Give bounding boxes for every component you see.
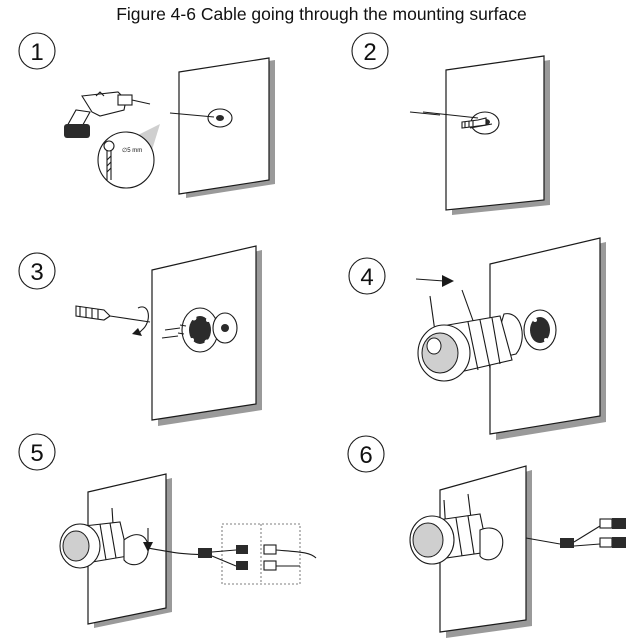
- camera-icon: [417, 289, 523, 382]
- step-6-panel: 6: [347, 435, 626, 638]
- wall-anchor-icon: [461, 117, 493, 129]
- figure-title: Figure 4-6 Cable going through the mount…: [116, 4, 527, 24]
- power-drill-icon: [64, 91, 151, 138]
- step-6-badge: [347, 435, 385, 473]
- step-4-panel: 4: [348, 237, 606, 440]
- screw: [161, 335, 179, 339]
- step-2-panel: 2: [351, 32, 550, 215]
- cable-connectors-icon: [560, 518, 626, 548]
- mounting-bracket-icon: [181, 307, 219, 353]
- drill-line: [169, 112, 215, 118]
- step-4-number: 4: [360, 264, 373, 291]
- wall: [445, 55, 545, 211]
- step-5-badge: [18, 433, 56, 471]
- step-5-number: 5: [30, 440, 43, 467]
- drill-hole-center: [216, 115, 224, 121]
- push-arrow-icon: [415, 278, 445, 282]
- step-2-badge: [351, 32, 389, 70]
- step-1-panel: 1 ∅5 mm: [18, 32, 275, 198]
- camera-icon: [59, 507, 149, 569]
- drill-bit-size-label: ∅5 mm: [122, 147, 142, 154]
- cable-line: [422, 111, 479, 119]
- step-4-badge: [348, 257, 386, 295]
- camera-icon: [409, 493, 504, 565]
- step-1-badge: [18, 32, 56, 70]
- step-5-panel: 5: [18, 433, 317, 628]
- connector-detail-box: [221, 523, 301, 585]
- cable: [525, 537, 561, 545]
- screw: [164, 327, 181, 331]
- mounting-bracket-icon: [523, 309, 557, 351]
- screwdriver-icon: [75, 305, 151, 323]
- rotate-arrow-icon: [137, 306, 149, 335]
- step-1-number: 1: [30, 39, 43, 66]
- step-2-number: 2: [363, 39, 376, 66]
- step-3-number: 3: [30, 259, 43, 286]
- step-3-badge: [18, 252, 56, 290]
- cable-connectors-icon: [198, 544, 317, 571]
- step-6-number: 6: [359, 442, 372, 469]
- step-3-panel: 3: [18, 245, 262, 426]
- drill-bit-detail: ∅5 mm: [97, 124, 160, 189]
